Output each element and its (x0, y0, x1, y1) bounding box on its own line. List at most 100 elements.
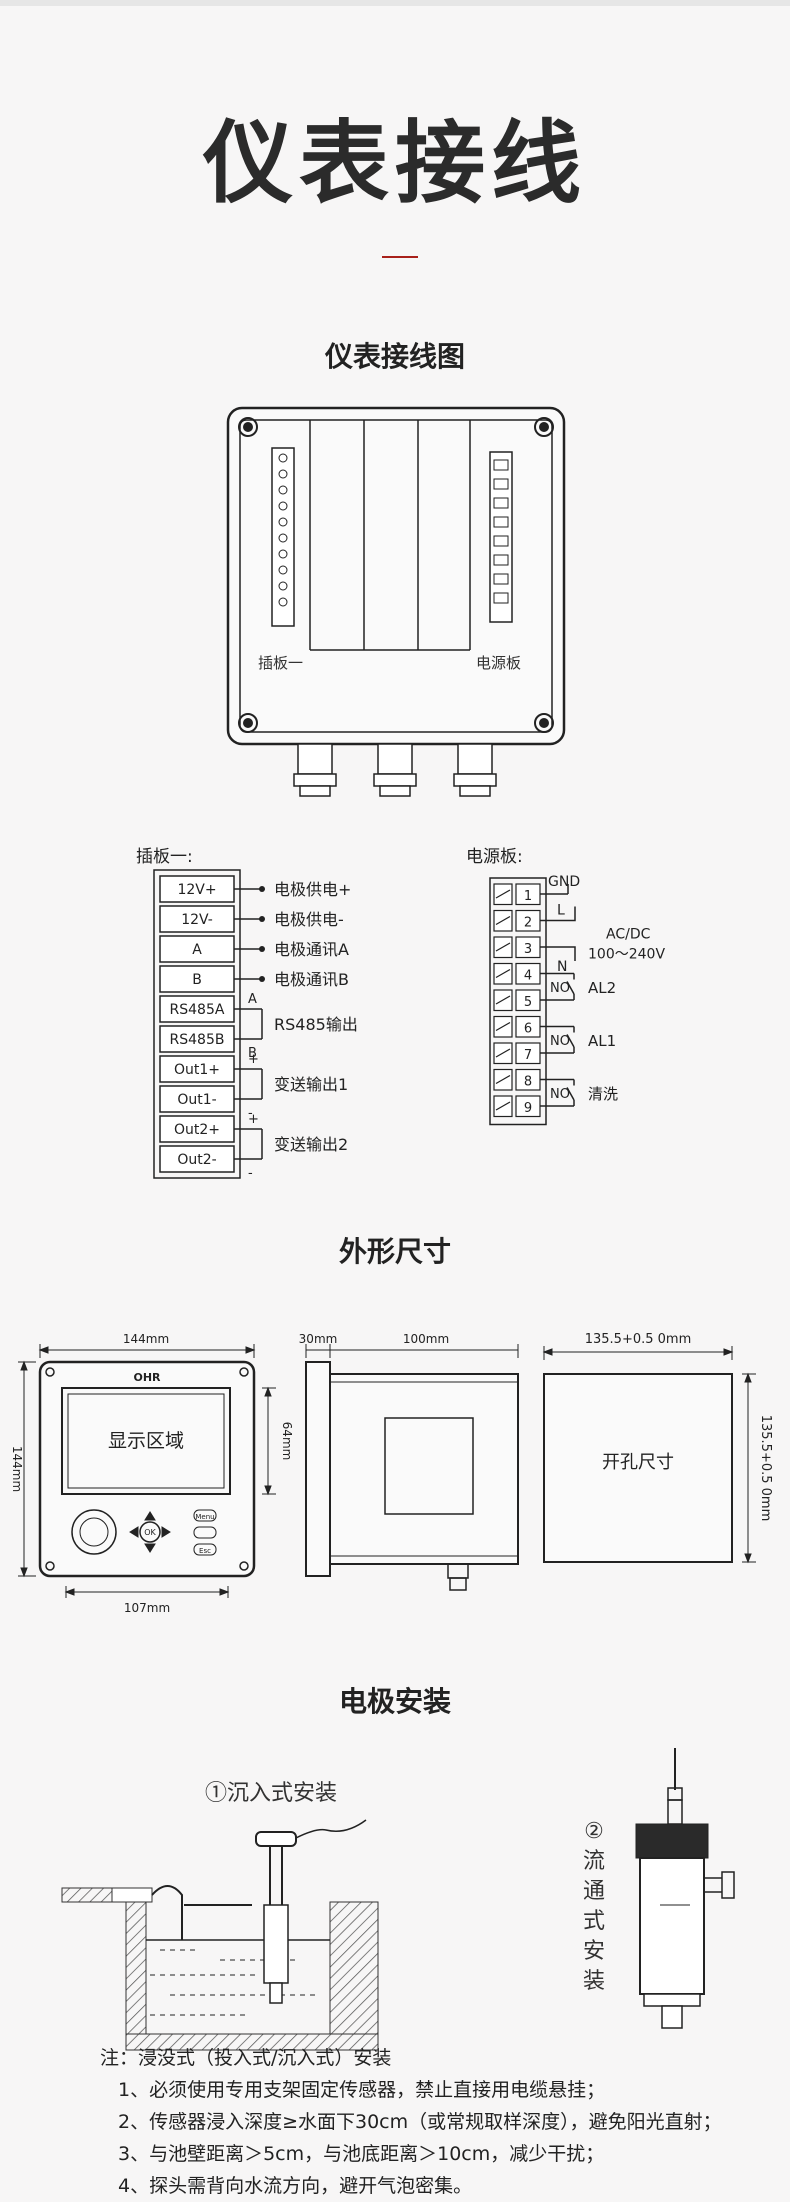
board1-terminal (159, 1145, 235, 1173)
board1-terminal (159, 1055, 235, 1083)
board1-terminal-label: Out2+ (174, 1122, 220, 1138)
n-wire (540, 946, 576, 961)
power-board-label: 电源板 (476, 654, 521, 672)
board1-wire-dot (259, 946, 265, 952)
board1-terminal-label: 12V+ (177, 882, 216, 898)
board1-description: 电极通讯B (274, 970, 349, 989)
polarity-mark: + (248, 1112, 259, 1127)
polarity-mark: B (248, 1046, 257, 1061)
note-item: 4、探头需背向水流方向，避开气泡密集。 (118, 2175, 473, 2197)
note-item: 3、与池壁距离＞5cm，与池底距离＞10cm，减少干扰； (118, 2143, 605, 2165)
flow-label-char: 式 (583, 1908, 605, 1933)
board1-terminal (159, 905, 235, 933)
board1-terminal-block: 12V+12V-ABRS485ARS485BOut1+Out1-Out2+Out… (153, 869, 358, 1181)
board1-terminal-label: Out1+ (174, 1062, 220, 1078)
power-terminal-number: 3 (524, 942, 532, 957)
board1-description: 电极通讯A (274, 940, 349, 959)
flow-label-char: ② (584, 1818, 604, 1843)
electrode-title: 电极安装 (338, 1685, 451, 1718)
board1-terminal-label: RS485A (170, 1002, 225, 1018)
no-mark: NO (550, 1034, 570, 1049)
side-depth-label: 100mm (403, 1332, 449, 1346)
acdc-label: AC/DC (606, 927, 651, 943)
power-screw-slot (495, 889, 511, 899)
relay-switch (566, 1087, 575, 1101)
board1-description: 电极供电+ (274, 880, 351, 899)
board1-description: RS485输出 (274, 1015, 358, 1034)
gnd-label: GND (548, 874, 580, 890)
flow-diagram (635, 1748, 735, 2029)
wiring-diagram-title: 仪表接线图 (324, 340, 465, 373)
top-strip (0, 0, 790, 6)
board1-label: 插板一 (258, 654, 303, 672)
immersion-label: ①沉入式安装 (205, 1780, 337, 1805)
flow-label-char: 装 (583, 1968, 605, 1993)
power-screw-slot (495, 942, 511, 952)
l-wire (540, 906, 576, 922)
board1-wire-dot (259, 916, 265, 922)
page-title: 仪表接线 (203, 111, 587, 216)
board1-description: 电极供电- (274, 910, 344, 929)
cutout-label: 开孔尺寸 (602, 1452, 674, 1472)
display-area-label: 显示区域 (108, 1430, 184, 1452)
l-label: L (557, 903, 565, 919)
board1-terminal-label: 12V- (181, 912, 213, 928)
polarity-mark: + (248, 1052, 259, 1067)
polarity-mark: - (248, 1166, 253, 1181)
board1-terminal-label: Out1- (177, 1092, 216, 1108)
cutout-width-label: 135.5+0.5 0mm (585, 1332, 692, 1347)
relay-label: AL1 (588, 1032, 616, 1050)
n-label: N (557, 959, 567, 975)
power-terminal-number: 7 (524, 1048, 532, 1063)
power-terminal-number: 8 (524, 1075, 532, 1090)
board1-terminal (159, 1085, 235, 1113)
power-heading: 电源板: (466, 847, 523, 867)
relay-label: 清洗 (588, 1085, 618, 1103)
bottom-width-label: 107mm (124, 1601, 170, 1615)
power-screw-slot (495, 995, 511, 1005)
front-view (18, 1344, 276, 1598)
power-screw-slot (495, 1048, 511, 1058)
board1-wire-dot (259, 976, 265, 982)
power-frame (489, 877, 547, 1126)
voltage-label: 100～240V (588, 947, 665, 963)
no-mark: NO (550, 981, 570, 996)
power-terminal-number: 5 (524, 995, 532, 1010)
flow-label-char: 通 (583, 1878, 605, 1903)
board1-description: 变送输出1 (274, 1075, 348, 1094)
polarity-mark: A (248, 992, 257, 1007)
power-terminal-number: 6 (524, 1022, 532, 1037)
board1-terminal (159, 965, 235, 993)
note-item: 2、传感器浸入深度≥水面下30cm（或常规取样深度），避免阳光直射； (118, 2111, 722, 2133)
power-terminal-number: 1 (524, 889, 532, 904)
power-terminal-number: 4 (524, 969, 532, 984)
side-view (305, 1344, 519, 1591)
title-divider (382, 256, 418, 258)
flow-label-char: 安 (583, 1938, 605, 1963)
brand-label: OHR (133, 1371, 161, 1384)
front-height-label: 144mm (10, 1446, 24, 1492)
board1-terminal (159, 995, 235, 1023)
relay-switch (566, 981, 575, 995)
notes-heading: 注：浸没式（投入式/沉入式）安装 (100, 2047, 392, 2069)
immersion-diagram (61, 1819, 379, 2051)
power-screw-slot (495, 915, 511, 926)
board1-terminal (159, 935, 235, 963)
power-terminal-number: 9 (524, 1101, 532, 1116)
relay-label: AL2 (588, 979, 616, 997)
power-screw-slot (495, 968, 511, 979)
menu-button-label: Menu (195, 1513, 214, 1521)
side-front-depth-label: 30mm (299, 1332, 338, 1346)
relay-switch (566, 1034, 575, 1048)
board1-terminal (159, 1115, 235, 1143)
cutout-height-label: 135.5+0.5 0mm (758, 1415, 773, 1522)
power-terminal-number: 2 (524, 916, 532, 931)
power-screw-slot (495, 1074, 511, 1085)
front-width-label: 144mm (123, 1332, 169, 1346)
cutout-view (542, 1346, 756, 1564)
power-screw-slot (495, 1021, 511, 1032)
board1-frame (153, 869, 241, 1179)
